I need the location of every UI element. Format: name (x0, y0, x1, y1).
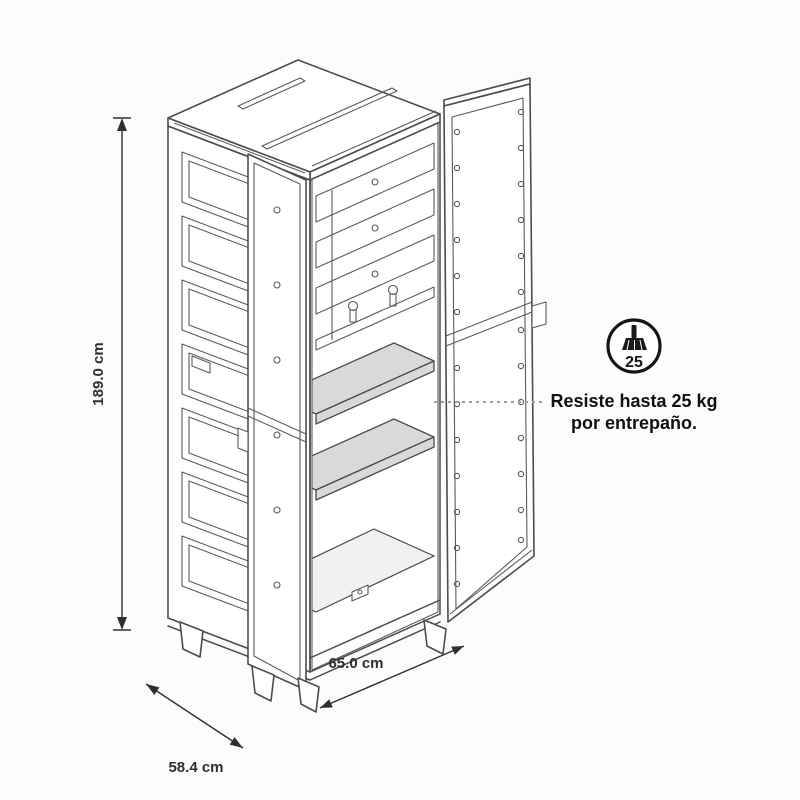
badge-weight-value: 25 (625, 354, 643, 371)
cabinet-interior (312, 120, 438, 670)
vent-slot (237, 77, 306, 110)
capacity-note-line2: por entrepaño. (571, 413, 697, 433)
shelf-front-edge (315, 436, 435, 501)
left-door-open (237, 153, 307, 691)
cabinet-top-lid (167, 59, 441, 181)
height-dimension-label: 189.0 cm (90, 342, 107, 405)
right-door-open (443, 77, 547, 623)
width-dimension-label: 65.0 cm (328, 655, 383, 672)
depth-dimension-label: 58.4 cm (168, 759, 223, 776)
door-hinge-tab (237, 427, 249, 453)
broom-icon (622, 325, 647, 351)
height-dimension: 189.0 cm (90, 117, 131, 631)
capacity-note-line1: Resiste hasta 25 kg (550, 391, 717, 411)
vent-slot (261, 87, 398, 150)
cabinet-feet (179, 619, 447, 713)
capacity-note: Resiste hasta 25 kg por entrepaño. (550, 391, 717, 433)
door-hinge-bracket (531, 301, 547, 329)
weight-capacity-badge: 25 (606, 318, 662, 374)
depth-dimension: 58.4 cm (145, 683, 244, 776)
width-dimension: 65.0 cm (319, 645, 465, 709)
shelf-front-edge (315, 360, 435, 425)
